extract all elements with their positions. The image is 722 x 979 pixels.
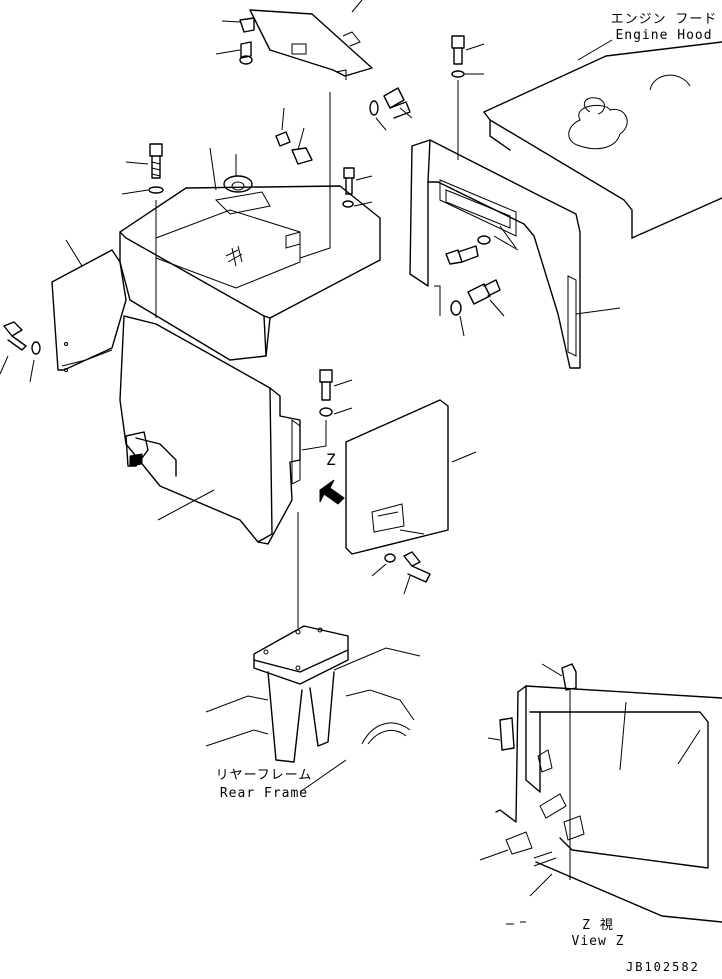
drawing-number: JB102582 (626, 960, 700, 974)
bolt-hood-side (445, 235, 519, 337)
bolt-right-top (342, 167, 373, 208)
engine-hood-label-jp: エンジン フード (610, 12, 718, 27)
view-z-detail (479, 663, 722, 923)
top-panel (119, 147, 381, 361)
bolt-side-left (0, 321, 41, 383)
rear-frame (205, 647, 421, 793)
access-door-panel (345, 399, 477, 595)
view-z-arrow (319, 479, 345, 505)
side-box (119, 200, 301, 545)
bolt-mid-hinge (275, 107, 313, 165)
view-z-label-jp: Z 視 (582, 918, 614, 933)
rear-frame-label-en: Rear Frame (219, 786, 309, 801)
assembly-line (299, 92, 331, 259)
engine-hood (483, 39, 722, 239)
bolt-side-box-mid (301, 369, 353, 451)
bolt-cover-right (369, 87, 413, 131)
left-side-panel (51, 239, 127, 372)
top-cover-plate (249, 9, 373, 80)
top-cover-clip (215, 0, 363, 65)
view-z-mark (506, 921, 526, 925)
rear-frame-label-jp: リヤーフレーム (215, 768, 313, 783)
bolt-top-panel (121, 143, 164, 195)
bolt-hood-top (451, 35, 485, 78)
mount-bracket (253, 512, 349, 763)
engine-hood-label-en: Engine Hood (615, 28, 713, 43)
hood-side-frame (409, 80, 621, 369)
view-z-label-en: View Z (571, 934, 625, 949)
view-z-marker-label: Z (326, 450, 337, 469)
